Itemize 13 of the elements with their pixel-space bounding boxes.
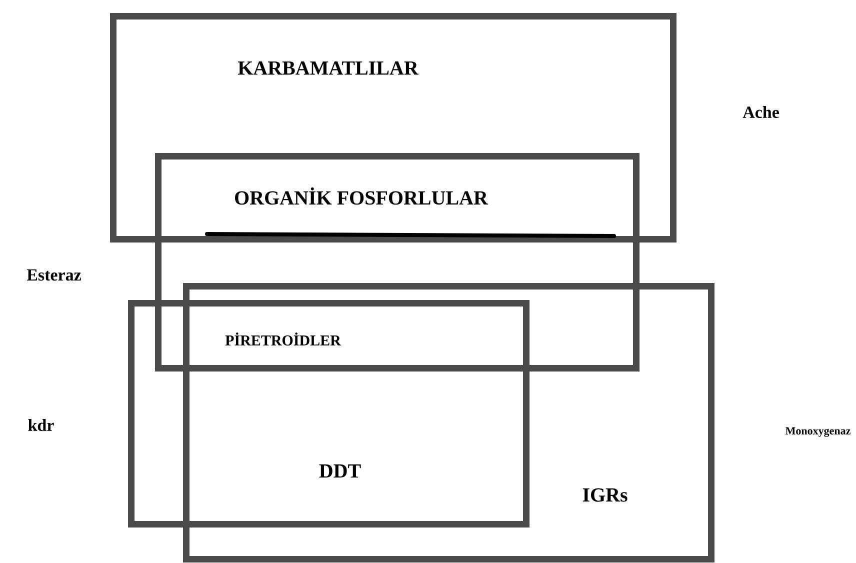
label-text: Monoxygenaz bbox=[786, 427, 850, 437]
label-text: kdr bbox=[28, 419, 54, 431]
group-box bbox=[110, 13, 676, 242]
group-box bbox=[183, 283, 714, 562]
label-text: Esteraz bbox=[26, 269, 81, 281]
label-text: Ache bbox=[742, 106, 779, 118]
box-heading: KARBAMATLILAR bbox=[238, 61, 419, 75]
group-box bbox=[128, 300, 530, 528]
box-heading: IGRs bbox=[582, 488, 628, 502]
group-box bbox=[155, 153, 640, 372]
box-heading: ORGANİK FOSFORLULAR bbox=[235, 187, 488, 205]
box-heading: DDT bbox=[319, 464, 361, 478]
label-text: PİRETROİDLER bbox=[225, 332, 342, 346]
